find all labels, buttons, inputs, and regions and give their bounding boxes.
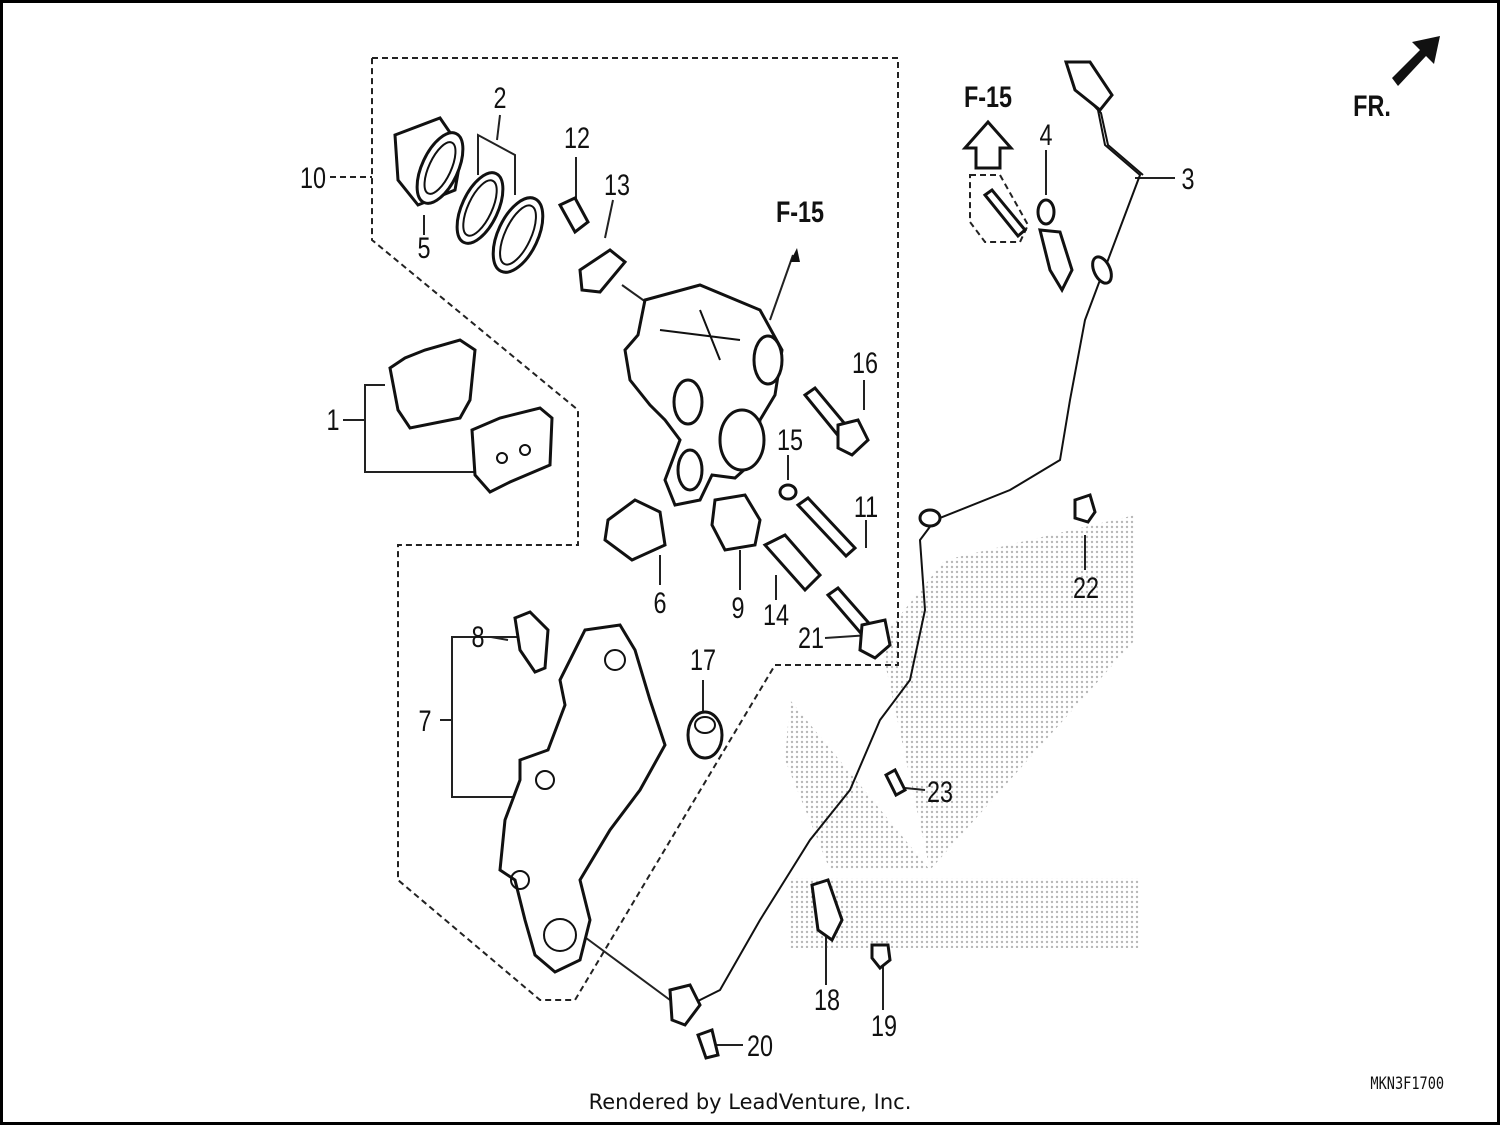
sensor-wire-part-3 xyxy=(668,60,1144,1027)
callout-15: 15 xyxy=(777,423,803,456)
callout-6: 6 xyxy=(653,586,666,619)
front-direction-icon xyxy=(1392,36,1440,86)
cap-part-13 xyxy=(578,248,628,294)
callout-5: 5 xyxy=(417,231,430,264)
washer-part-15 xyxy=(778,483,798,501)
callout-1: 1 xyxy=(326,403,339,436)
bracket-1 xyxy=(364,384,480,473)
callout-7: 7 xyxy=(418,704,431,737)
boot-part-9 xyxy=(710,493,762,552)
callout-9: 9 xyxy=(731,591,744,624)
callout-16: 16 xyxy=(852,346,878,379)
callout-17: 17 xyxy=(690,643,716,676)
callout-23: 23 xyxy=(927,775,953,808)
bolt-part-21 xyxy=(825,586,892,660)
bracket-7 xyxy=(451,636,520,798)
bolt-part-20 xyxy=(696,1028,720,1060)
callout-13: 13 xyxy=(604,168,630,201)
grommet-part-17 xyxy=(686,710,724,760)
seals-part-2 xyxy=(455,171,545,274)
callout-22: 22 xyxy=(1073,571,1099,604)
callout-19: 19 xyxy=(871,1009,897,1042)
caliper-body xyxy=(623,283,784,507)
bolt-part-19 xyxy=(870,943,892,971)
callout-11: 11 xyxy=(854,490,878,523)
bleeder-part-12 xyxy=(557,196,590,235)
bolt-part-23 xyxy=(884,767,907,798)
sleeve-part-14 xyxy=(762,533,823,593)
pad-spring-part-6 xyxy=(603,498,667,562)
callout-20: 20 xyxy=(747,1029,773,1062)
credit-text: Rendered by LeadVenture, Inc. xyxy=(588,1090,912,1114)
pin-part-11 xyxy=(795,496,858,559)
callout-3: 3 xyxy=(1181,162,1194,195)
caliper-bracket-part-7 xyxy=(498,623,667,974)
caliper-assembly-outline xyxy=(371,57,899,1001)
callout-10: 10 xyxy=(300,161,326,194)
brake-pads-part-1 xyxy=(388,338,554,494)
callout-14: 14 xyxy=(763,598,789,631)
clamp-part-4 xyxy=(969,174,1074,294)
retainer-part-8 xyxy=(513,610,550,674)
nut-part-22 xyxy=(1073,493,1097,524)
reference-arrow-up xyxy=(961,119,1015,170)
callout-4: 4 xyxy=(1039,118,1052,151)
piston-part-5 xyxy=(393,116,465,207)
diagram-code: MKN3F1700 xyxy=(1370,1074,1444,1094)
callout-12: 12 xyxy=(564,121,590,154)
callout-8: 8 xyxy=(471,620,484,653)
bolt-part-16 xyxy=(802,385,870,457)
callout-2: 2 xyxy=(493,81,506,114)
callout-18: 18 xyxy=(814,983,840,1016)
callout-21: 21 xyxy=(798,621,824,654)
front-direction-label: FR. xyxy=(1353,89,1391,122)
reference-label-f15-caliper: F-15 xyxy=(776,195,824,228)
clip-part-18 xyxy=(810,878,844,943)
reference-label-f15-clamp: F-15 xyxy=(964,80,1012,113)
leader-lines xyxy=(330,150,1175,1046)
